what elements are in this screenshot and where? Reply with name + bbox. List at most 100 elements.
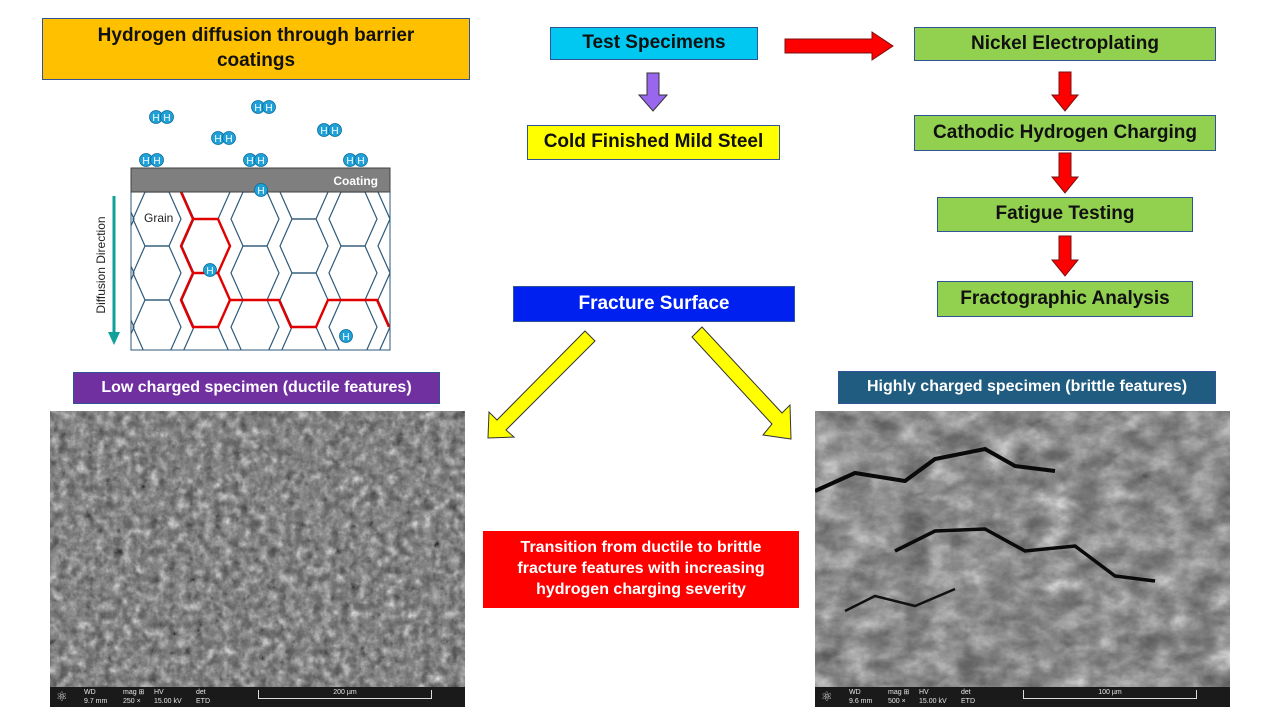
test-specimens-box: Test Specimens <box>550 27 758 60</box>
fracto-box: Fractographic Analysis <box>937 281 1193 317</box>
sem-logo-icon: ⚛ <box>821 689 833 704</box>
det-value: ETD <box>961 698 975 705</box>
svg-text:H: H <box>153 156 160 167</box>
low-charged-text: Low charged specimen (ductile features) <box>101 378 412 396</box>
svg-text:H: H <box>152 113 159 124</box>
sem-info-bar-right: ⚛ WD 9.6 mm mag ⊞ 500 × HV 15.00 kV det … <box>815 687 1230 707</box>
hydrogen-atom: H <box>203 263 217 277</box>
mag-label: mag ⊞ <box>123 689 145 696</box>
svg-text:H: H <box>346 156 353 167</box>
hydrogen-atom: H <box>254 153 268 167</box>
charging-text: Cathodic Hydrogen Charging <box>933 121 1197 143</box>
grain-region <box>130 191 391 351</box>
hydrogen-path-boundaries <box>179 192 390 329</box>
grain <box>35 165 83 219</box>
arrow-down-red-2 <box>1050 152 1080 194</box>
hv-label: HV <box>919 689 929 696</box>
fracto-text: Fractographic Analysis <box>960 287 1170 309</box>
grain <box>131 264 135 282</box>
wd-value: 9.6 mm <box>849 698 873 705</box>
hydrogen-atom: H <box>254 183 268 197</box>
nickel-box: Nickel Electroplating <box>914 27 1216 61</box>
crack-3 <box>844 587 956 613</box>
crack-1 <box>815 446 1056 493</box>
coating-label: Coating <box>333 174 378 188</box>
scale-bar-label: 100 µm <box>1096 689 1124 696</box>
scale-bar: 100 µm <box>1023 689 1197 699</box>
mag-value: 500 × <box>888 698 906 705</box>
det-label: det <box>196 689 206 696</box>
svg-text:H: H <box>257 156 264 167</box>
diffusion-direction-label: Diffusion Direction <box>94 216 108 313</box>
svg-text:H: H <box>265 103 272 114</box>
sem-texture-ductile <box>50 411 465 687</box>
svg-text:H: H <box>254 103 261 114</box>
grain <box>35 219 83 273</box>
hydrogen-atom: H <box>328 123 342 137</box>
mag-label: mag ⊞ <box>888 689 910 696</box>
hydrogen-atom: H <box>354 153 368 167</box>
crack-2 <box>894 527 1156 583</box>
det-label: det <box>961 689 971 696</box>
grain <box>131 210 135 228</box>
nickel-text: Nickel Electroplating <box>971 32 1159 54</box>
hydrogen-atom: H <box>160 110 174 124</box>
fracture-surface-text: Fracture Surface <box>578 292 730 314</box>
title-box: Hydrogen diffusion through barrier coati… <box>42 18 470 80</box>
wd-value: 9.7 mm <box>84 698 108 705</box>
diffusion-arrow-head <box>108 332 120 345</box>
sem-image-ductile: ⚛ WD 9.7 mm mag ⊞ 250 × HV 15.00 kV det … <box>50 411 465 707</box>
grain-label: Grain <box>144 211 173 225</box>
title-text: Hydrogen diffusion through barrier coati… <box>97 25 415 71</box>
high-charged-label: Highly charged specimen (brittle feature… <box>838 371 1216 404</box>
arrow-diagonal-right-yellow <box>691 326 792 440</box>
hv-value: 15.00 kV <box>154 698 182 705</box>
hydrogen-boundary-path <box>193 217 232 301</box>
hydrogen-atom: H <box>139 153 153 167</box>
scale-bar: 200 µm <box>258 689 432 699</box>
scale-bar-label: 200 µm <box>331 689 359 696</box>
hydrogen-atom: H <box>150 153 164 167</box>
fatigue-text: Fatigue Testing <box>995 203 1135 225</box>
sem-logo-icon: ⚛ <box>56 689 68 704</box>
hydrogen-boundary-path <box>230 298 390 329</box>
high-charged-text: Highly charged specimen (brittle feature… <box>866 378 1188 396</box>
charging-box: Cathodic Hydrogen Charging <box>914 115 1216 151</box>
sem-info-bar-left: ⚛ WD 9.7 mm mag ⊞ 250 × HV 15.00 kV det … <box>50 687 465 707</box>
det-value: ETD <box>196 698 210 705</box>
svg-text:H: H <box>257 186 264 197</box>
arrow-down-red-3 <box>1050 235 1080 277</box>
hv-label: HV <box>154 689 164 696</box>
hydrogen-atom: H <box>339 329 353 343</box>
grain <box>132 299 182 350</box>
wd-label: WD <box>84 689 96 696</box>
grain <box>35 327 83 360</box>
arrow-right-red <box>784 31 894 61</box>
transition-box: Transition from ductile to brittle fract… <box>483 531 799 608</box>
svg-text:H: H <box>142 156 149 167</box>
hv-value: 15.00 kV <box>919 698 947 705</box>
hydrogen-atom: H <box>149 110 163 124</box>
svg-text:H: H <box>342 332 349 343</box>
arrow-down-purple <box>637 72 669 112</box>
grain <box>131 318 135 336</box>
fatigue-box: Fatigue Testing <box>937 197 1193 232</box>
low-charged-label: Low charged specimen (ductile features) <box>73 372 440 404</box>
hydrogen-atom: H <box>262 100 276 114</box>
svg-text:H: H <box>246 156 253 167</box>
svg-text:H: H <box>163 113 170 124</box>
svg-text:H: H <box>225 134 232 145</box>
transition-text: Transition from ductile to brittle fract… <box>517 539 765 598</box>
sem-image-brittle: ⚛ WD 9.6 mm mag ⊞ 500 × HV 15.00 kV det … <box>815 411 1230 707</box>
mild-steel-box: Cold Finished Mild Steel <box>527 125 780 160</box>
fracture-surface-box: Fracture Surface <box>513 286 795 322</box>
test-specimens-text: Test Specimens <box>582 32 726 54</box>
grain <box>35 273 83 327</box>
mag-value: 250 × <box>123 698 141 705</box>
svg-text:H: H <box>214 134 221 145</box>
arrow-diagonal-left-yellow <box>487 330 596 439</box>
hydrogen-boundary-path <box>179 299 232 329</box>
hydrogen-atom: H <box>211 131 225 145</box>
